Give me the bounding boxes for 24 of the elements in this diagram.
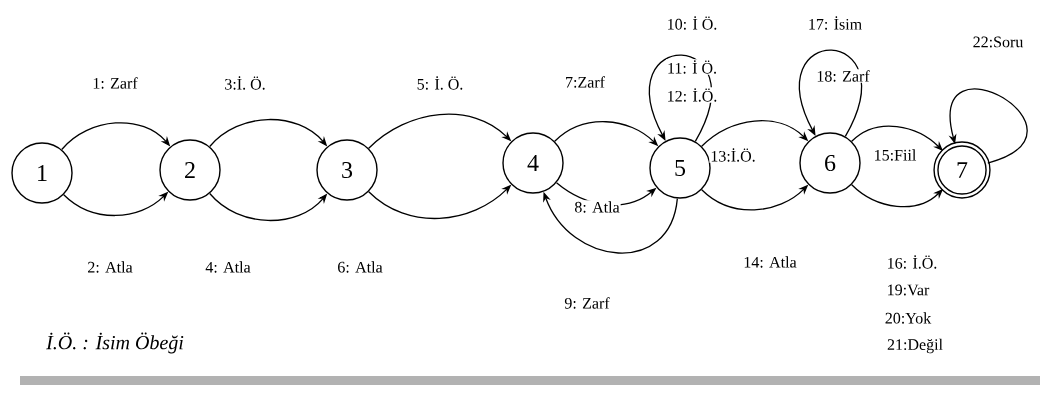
edge-label: 3:İ. Ö. [223, 75, 267, 91]
edge-label: 14: Atla [742, 255, 798, 269]
edge-label: 17: İsim [806, 15, 864, 31]
edge-label: 15:Fiil [872, 148, 918, 162]
transition-label: 12: İ.Ö. [665, 87, 719, 103]
edge-label: 1: Zarf [91, 76, 139, 90]
edge-label: 10: İ Ö. [665, 15, 719, 31]
arrow [798, 49, 863, 138]
transition-label: 18: Zarf [815, 69, 871, 83]
transition-label: 21:Değil [886, 337, 944, 355]
edge-label: 2: Atla [86, 260, 134, 274]
edge-label: 13:İ.Ö. [709, 147, 757, 163]
edge-label: 4: Atla [204, 260, 252, 274]
edge-label: 22:Soru [971, 35, 1025, 49]
edge-label: 8: Atla [573, 200, 621, 214]
edge-label: 16: İ.Ö. [885, 254, 939, 270]
edge-label: 5: İ. Ö. [415, 75, 465, 91]
transition-label: 19:Var [885, 283, 931, 297]
note-text: İ.Ö. : İsim Öbeği [45, 331, 185, 355]
transition-label: 20:Yok [883, 311, 933, 325]
edge-label: 9: Zarf [563, 296, 611, 310]
transition-label: 11: İ Ö. [666, 59, 719, 75]
edge-label: 7:Zarf [564, 75, 606, 89]
edge-label: 6: Atla [336, 260, 384, 274]
